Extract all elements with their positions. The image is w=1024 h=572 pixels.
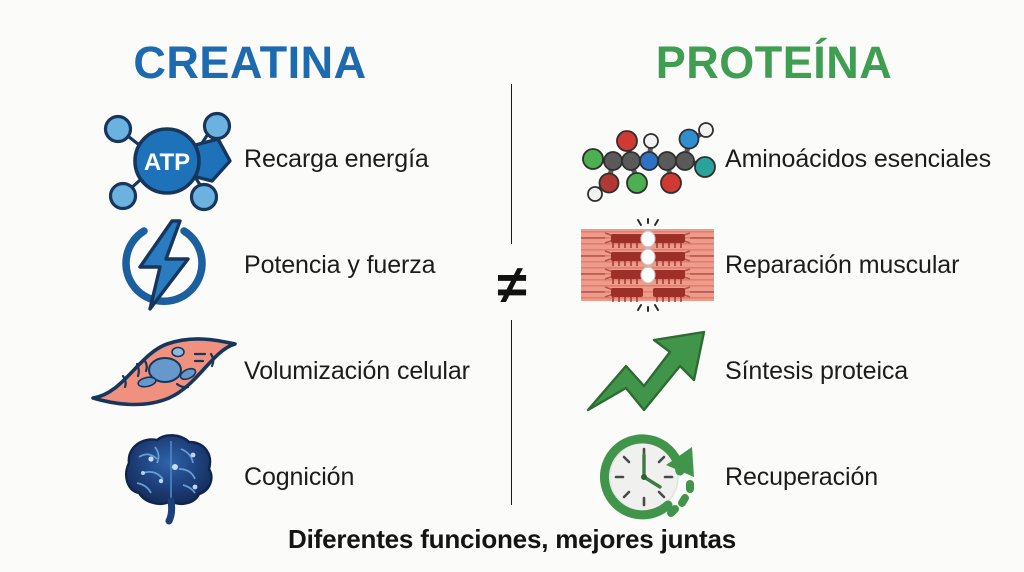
divider-line-bottom xyxy=(511,320,513,505)
list-item-label: Potencia y fuerza xyxy=(244,250,436,279)
list-item-label: Síntesis proteica xyxy=(725,356,909,385)
protein-benefits-list: Aminoácidos esenciales xyxy=(570,106,1024,530)
upward-arrow-icon xyxy=(570,321,725,421)
list-item-label: Recuperación xyxy=(725,462,879,491)
muscle-fiber-icon xyxy=(570,215,725,315)
list-item: Síntesis proteica xyxy=(570,318,1024,424)
muscle-cell-icon xyxy=(84,321,244,421)
divider-line-top xyxy=(511,84,513,244)
clock-refresh-icon xyxy=(570,427,725,527)
list-item-label: Volumización celular xyxy=(244,356,470,385)
list-item-label: Aminoácidos esenciales xyxy=(725,144,992,173)
list-item-label: Reparación muscular xyxy=(725,250,960,279)
list-item: ATP Recarga energía xyxy=(84,106,554,212)
list-item: Recuperación xyxy=(570,424,1024,530)
list-item-label: Recarga energía xyxy=(244,144,429,173)
atp-icon-label: ATP xyxy=(144,149,190,176)
list-item: Volumización celular xyxy=(84,318,554,424)
page-title-proteina: PROTEÍNA xyxy=(655,37,893,88)
list-item: Aminoácidos esenciales xyxy=(570,106,1024,212)
list-item: Cognición xyxy=(84,424,554,530)
lightning-bolt-icon xyxy=(84,215,244,315)
page-title-creatina: CREATINA xyxy=(133,37,367,88)
list-item: Reparación muscular xyxy=(570,212,1024,318)
footer-caption: Diferentes funciones, mejores juntas xyxy=(288,524,736,554)
creatine-benefits-list: ATP Recarga energía Potencia y fuerza xyxy=(84,106,554,530)
amino-acid-molecule-icon xyxy=(570,109,725,209)
list-item-label: Cognición xyxy=(244,462,355,491)
list-item: Potencia y fuerza xyxy=(84,212,554,318)
atp-molecule-icon: ATP xyxy=(84,109,244,212)
brain-icon xyxy=(84,427,244,527)
not-equal-icon: ≠ xyxy=(497,255,527,315)
